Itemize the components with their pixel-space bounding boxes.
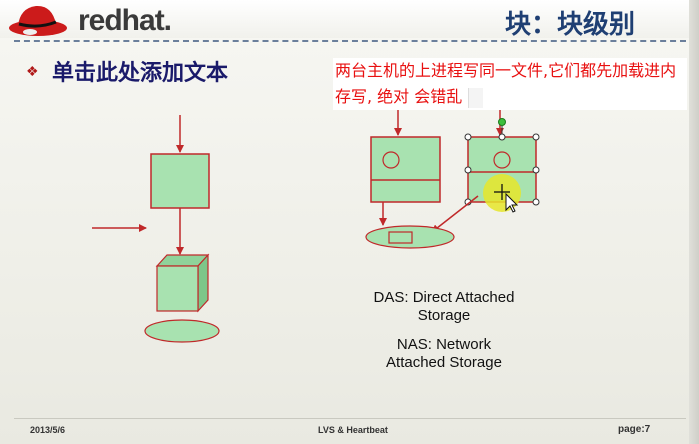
shared-disk-block — [388, 231, 413, 244]
host-box-1 — [370, 136, 441, 203]
footer-title: LVS & Heartbeat — [318, 425, 388, 435]
annotation-text: 两台主机的上进程写同一文件,它们都先加载进内存写, 绝对 会错乱 — [335, 61, 677, 106]
host-box-1-circle — [382, 151, 400, 169]
window-edge — [689, 0, 699, 444]
footer-divider — [14, 418, 686, 419]
nas-label: NAS: Network Attached Storage — [362, 336, 526, 372]
das-label-line2: Storage — [417, 307, 471, 324]
bullet-placeholder-text[interactable]: 单击此处添加文本 — [52, 61, 229, 86]
selection-handles[interactable] — [464, 118, 540, 206]
footer-date: 2013/5/6 — [30, 425, 66, 435]
text-caret — [468, 87, 484, 108]
slide-header: redhat. 块：块级别 — [0, 0, 699, 40]
nas-label-line1: NAS: Network — [396, 336, 492, 353]
storage-cube — [155, 253, 210, 313]
arrow-host2-to-disk — [431, 195, 479, 233]
header-divider — [14, 40, 686, 42]
das-label-line1: DAS: Direct Attached — [373, 289, 515, 306]
move-cursor-icon — [494, 184, 519, 213]
disk-ellipse-left — [144, 319, 220, 343]
redhat-logo-icon — [9, 5, 67, 36]
das-label: DAS: Direct Attached Storage — [352, 289, 536, 325]
host-box-2-circle — [493, 151, 511, 169]
logo-text: redhat. — [78, 4, 172, 37]
diamond-bullet-icon: ❖ — [26, 63, 39, 79]
nas-label-line2: Attached Storage — [386, 354, 502, 371]
host-box-left — [150, 153, 210, 209]
slide-title: 块：块级别 — [505, 10, 636, 40]
annotation-textbox[interactable]: 两台主机的上进程写同一文件,它们都先加载进内存写, 绝对 会错乱 — [333, 58, 687, 110]
footer-page-number: page:7 — [618, 424, 651, 435]
